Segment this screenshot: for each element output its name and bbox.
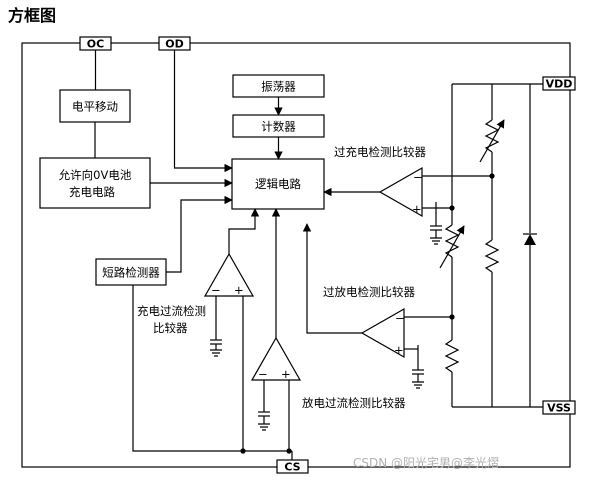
charge-overcurrent-label-line1: 充电过流检测: [137, 304, 206, 318]
pin-vdd-label: VDD: [546, 78, 573, 91]
overdischarge-comparator: − +: [360, 307, 405, 359]
pin-oc-label: OC: [87, 38, 104, 51]
counter-label: 计数器: [261, 120, 296, 134]
charge-overcurrent-comparator: − +: [203, 252, 255, 297]
overcharge-comparator-label: 过充电检测比较器: [334, 145, 426, 159]
oscillator-block: 振荡器: [232, 74, 325, 98]
short-to-logic-wire: [166, 195, 233, 273]
ground-symbol: [258, 423, 270, 431]
watermark: CSDN @阳光宅男@李光熠: [353, 455, 499, 470]
overdischarge-comparator-label: 过放电检测比较器: [323, 285, 415, 299]
allow-0v-label-line1: 允许向0V电池: [59, 168, 132, 182]
pin-cs-label: CS: [284, 461, 300, 474]
ground-symbol: [430, 237, 442, 245]
junction-dot: [240, 448, 246, 454]
pin-vdd: VDD: [542, 76, 576, 91]
pin-cs: CS: [276, 459, 309, 474]
overcharge-comparator: − +: [378, 166, 423, 218]
od-to-logic-wire: [173, 50, 233, 173]
overdischarge-plus-sign: +: [394, 343, 404, 357]
counter-block: 计数器: [232, 114, 325, 138]
level-shift-block: 电平移动: [59, 89, 131, 123]
resistor: [444, 339, 460, 373]
short-detector-label: 短路检测器: [102, 266, 160, 280]
pin-od: OD: [158, 36, 191, 51]
short-detector-block: 短路检测器: [95, 258, 167, 286]
allow-0v-label-line2: 充电电路: [69, 185, 115, 199]
charge-overcurrent-label-line2: 比较器: [153, 321, 188, 335]
oscillator-label: 振荡器: [261, 80, 296, 94]
discharge-overcurrent-label: 放电过流检测比较器: [302, 396, 406, 410]
overdischarge-minus-sign: −: [395, 311, 405, 325]
ground-symbol: [412, 381, 424, 389]
cs-bus: [132, 285, 292, 452]
overdischarge-to-logic-wire: [302, 223, 362, 334]
junction-dot: [286, 448, 292, 454]
charge-oc-plus-sign: +: [234, 283, 244, 297]
level-shift-label: 电平移动: [72, 100, 118, 114]
discharge-oc-minus-sign: −: [258, 367, 268, 381]
pin-vss-label: VSS: [547, 402, 571, 415]
discharge-overcurrent-comparator: − +: [250, 336, 302, 381]
overcharge-minus-sign: −: [413, 170, 423, 184]
resistor: [484, 239, 500, 273]
protection-diode: [523, 233, 537, 245]
charge-oc-to-logic-wire: [228, 208, 260, 254]
charge-oc-minus-sign: −: [211, 283, 221, 297]
discharge-oc-plus-sign: +: [281, 367, 291, 381]
logic-label: 逻辑电路: [255, 177, 301, 191]
trim-resistor: [439, 224, 465, 269]
pin-vss: VSS: [542, 400, 576, 415]
trim-resistor: [479, 119, 505, 163]
pin-oc: OC: [79, 36, 112, 51]
pin-od-label: OD: [165, 38, 183, 51]
ground-symbol: [210, 349, 222, 357]
allow-0v-charge-block: 允许向0V电池 充电电路: [39, 157, 151, 209]
logic-block: 逻辑电路: [231, 158, 325, 210]
overcharge-plus-sign: +: [412, 202, 422, 216]
diagram-title: 方框图: [8, 6, 56, 25]
